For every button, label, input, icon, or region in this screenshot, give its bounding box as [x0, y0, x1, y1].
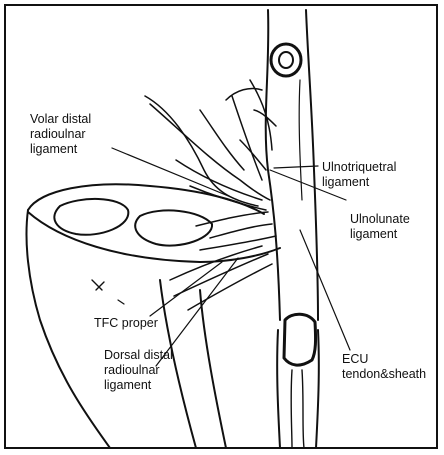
label-dorsal-distal-radioulnar-ligament: Dorsal distal radioulnar ligament: [104, 348, 173, 393]
label-tfc-proper: TFC proper: [94, 316, 158, 331]
label-ulnolunate-ligament: Ulnolunate ligament: [350, 212, 410, 242]
label-volar-distal-radioulnar-ligament: Volar distal radioulnar ligament: [30, 112, 91, 157]
label-ecu-tendon-sheath: ECU tendon&sheath: [342, 352, 426, 382]
ecu-tendon: [266, 10, 319, 448]
label-ulnotriquetral-ligament: Ulnotriquetral ligament: [322, 160, 396, 190]
